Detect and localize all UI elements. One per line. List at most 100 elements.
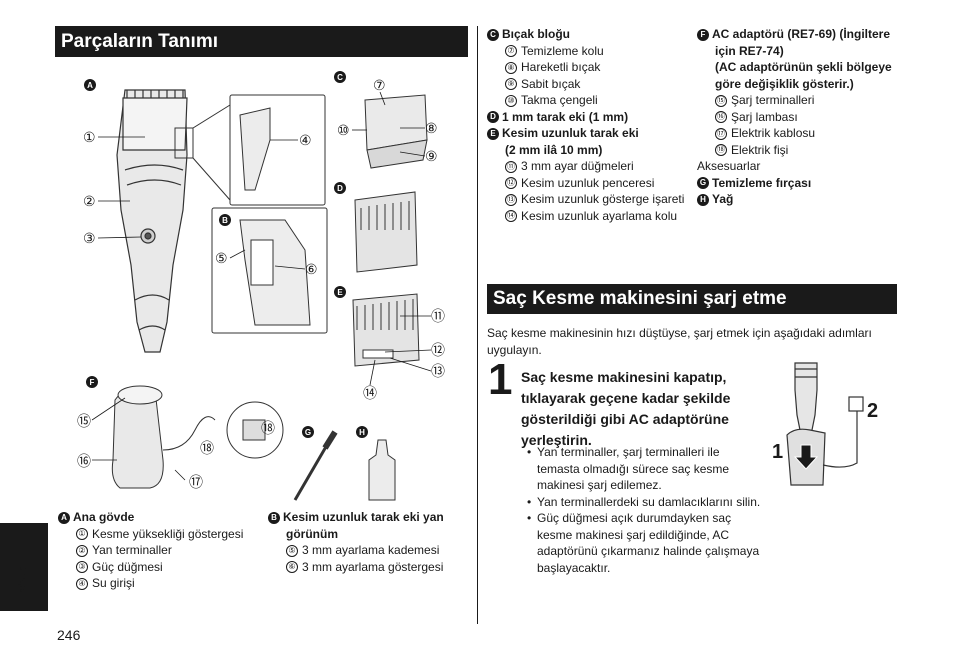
- fig-letter-c-badge: [334, 71, 346, 83]
- legend-d-title: 1 mm tarak eki (1 mm): [502, 109, 629, 124]
- fig-letter-g: G: [305, 428, 311, 437]
- legend-e-title-2: (2 mm ilâ 10 mm): [505, 142, 603, 157]
- fig-letter-e: E: [337, 288, 343, 297]
- page-number: 246: [57, 627, 81, 643]
- fig-letter-f-badge: [86, 376, 98, 388]
- fig-letter-b: B: [222, 216, 228, 225]
- step-bullet: Yan terminaller, şarj terminalleri ilete…: [527, 444, 764, 494]
- callout-1: ①: [83, 129, 96, 145]
- callout-9: ⑨: [425, 148, 438, 164]
- legend-f-title-4: göre değişiklik gösterir.): [715, 76, 854, 91]
- fig-letter-a-badge: [84, 79, 96, 91]
- charging-intro: Saç kesme makinesinin hızı düştüyse, şar…: [487, 325, 902, 358]
- parts-header-title: Parçaların Tanımı: [61, 30, 218, 52]
- water-inlet-zoom: [174, 94, 326, 206]
- down-arrow-icon: [793, 444, 819, 470]
- charging-intro-line-1: Saç kesme makinesinin hızı düştüyse, şar…: [487, 326, 872, 340]
- legend-g-letter: G: [697, 177, 709, 190]
- callout-7: ⑦: [373, 77, 386, 93]
- legend-c-letter: C: [487, 28, 499, 41]
- legend-e-letter: E: [487, 127, 499, 140]
- legend-f-title-2: için RE7-74): [715, 43, 784, 58]
- fig-letter-d-badge: [334, 182, 346, 194]
- parts-illustration: A B C D E F G H ① ② ③ ④ ⑤ ⑥ ⑦ ⑧ ⑨ ⑩ ⑪ ⑫ …: [77, 71, 445, 501]
- language-side-tab: [0, 523, 48, 611]
- legend-e-title-1: Kesim uzunluk tarak eki: [502, 126, 639, 140]
- fig-letter-b-badge: [219, 214, 231, 226]
- one-mm-comb-drawing: [354, 191, 418, 273]
- step-title-line-3: gösterildiği gibi AC adaptörüne: [521, 411, 729, 427]
- charging-header-title: Saç Kesme makinesini şarj etme: [493, 288, 787, 309]
- step-bullet: Yan terminallerdeki su damlacıklarını si…: [527, 494, 764, 511]
- legend-g-title: Temizleme fırçası: [712, 175, 812, 190]
- parts-header: Parçaların Tanımı: [55, 26, 468, 57]
- callout-2: ②: [83, 193, 96, 209]
- callout-3: ③: [83, 230, 96, 246]
- length-comb-drawing: [352, 293, 420, 367]
- legend-f-title-1: AC adaptörü (RE7-69) (İngiltere: [712, 27, 891, 41]
- legend-a-letter: A: [58, 511, 70, 524]
- charging-intro-line-2: uygulayın.: [487, 342, 542, 357]
- callout-18b: ⑱: [261, 420, 275, 436]
- charge-label-1: 1: [772, 441, 783, 463]
- step-title: Saç kesme makinesini kapatıp, tıklayarak…: [521, 367, 730, 451]
- step-number: 1: [488, 355, 513, 404]
- legend-h-letter: H: [697, 193, 709, 206]
- legend-b-title-1: Kesim uzunluk tarak eki yan: [283, 510, 444, 524]
- fig-letter-h: H: [359, 428, 365, 437]
- callout-18a: ⑱: [200, 440, 214, 456]
- step-bullets: Yan terminaller, şarj terminalleri ilete…: [519, 444, 764, 576]
- legend-a-title: Ana gövde: [73, 510, 135, 524]
- callout-4: ④: [299, 132, 312, 148]
- callout-8: ⑧: [425, 120, 438, 136]
- legend-c-title: Bıçak bloğu: [502, 27, 571, 41]
- legend-f-letter: F: [697, 28, 709, 41]
- fig-letter-a: A: [87, 81, 93, 90]
- callout-15: ⑮: [77, 413, 91, 429]
- legend-h-title: Yağ: [712, 192, 734, 206]
- column-divider-left: [477, 26, 478, 624]
- fig-letter-e-badge: [334, 286, 346, 298]
- ac-adapter-drawing: [111, 385, 284, 489]
- oil-bottle-drawing: [368, 439, 396, 501]
- fig-letter-f: F: [90, 378, 95, 387]
- fig-letter-g-badge: [302, 426, 314, 438]
- fig-letter-d: D: [337, 184, 343, 193]
- step-title-line-1: Saç kesme makinesini kapatıp,: [521, 369, 727, 385]
- comb-side-view-drawing: [211, 207, 328, 334]
- step-title-line-2: tıklayarak geçene kadar şekilde: [521, 390, 731, 406]
- language-side-label: Türkçe: [17, 560, 28, 593]
- main-body-drawing: [116, 89, 188, 353]
- callout-10: ⑩: [337, 122, 350, 138]
- callout-5: ⑤: [215, 250, 228, 266]
- callout-6: ⑥: [305, 261, 318, 277]
- callout-13: ⑬: [431, 363, 445, 379]
- accessories-label: Aksesuarlar: [697, 159, 761, 173]
- legend-d-letter: D: [487, 111, 499, 124]
- callout-12: ⑫: [431, 342, 445, 358]
- blade-block-drawing: [364, 94, 428, 169]
- cleaning-brush-drawing: [293, 430, 338, 501]
- legend-b-letter: B: [268, 511, 280, 524]
- callout-17: ⑰: [189, 474, 203, 490]
